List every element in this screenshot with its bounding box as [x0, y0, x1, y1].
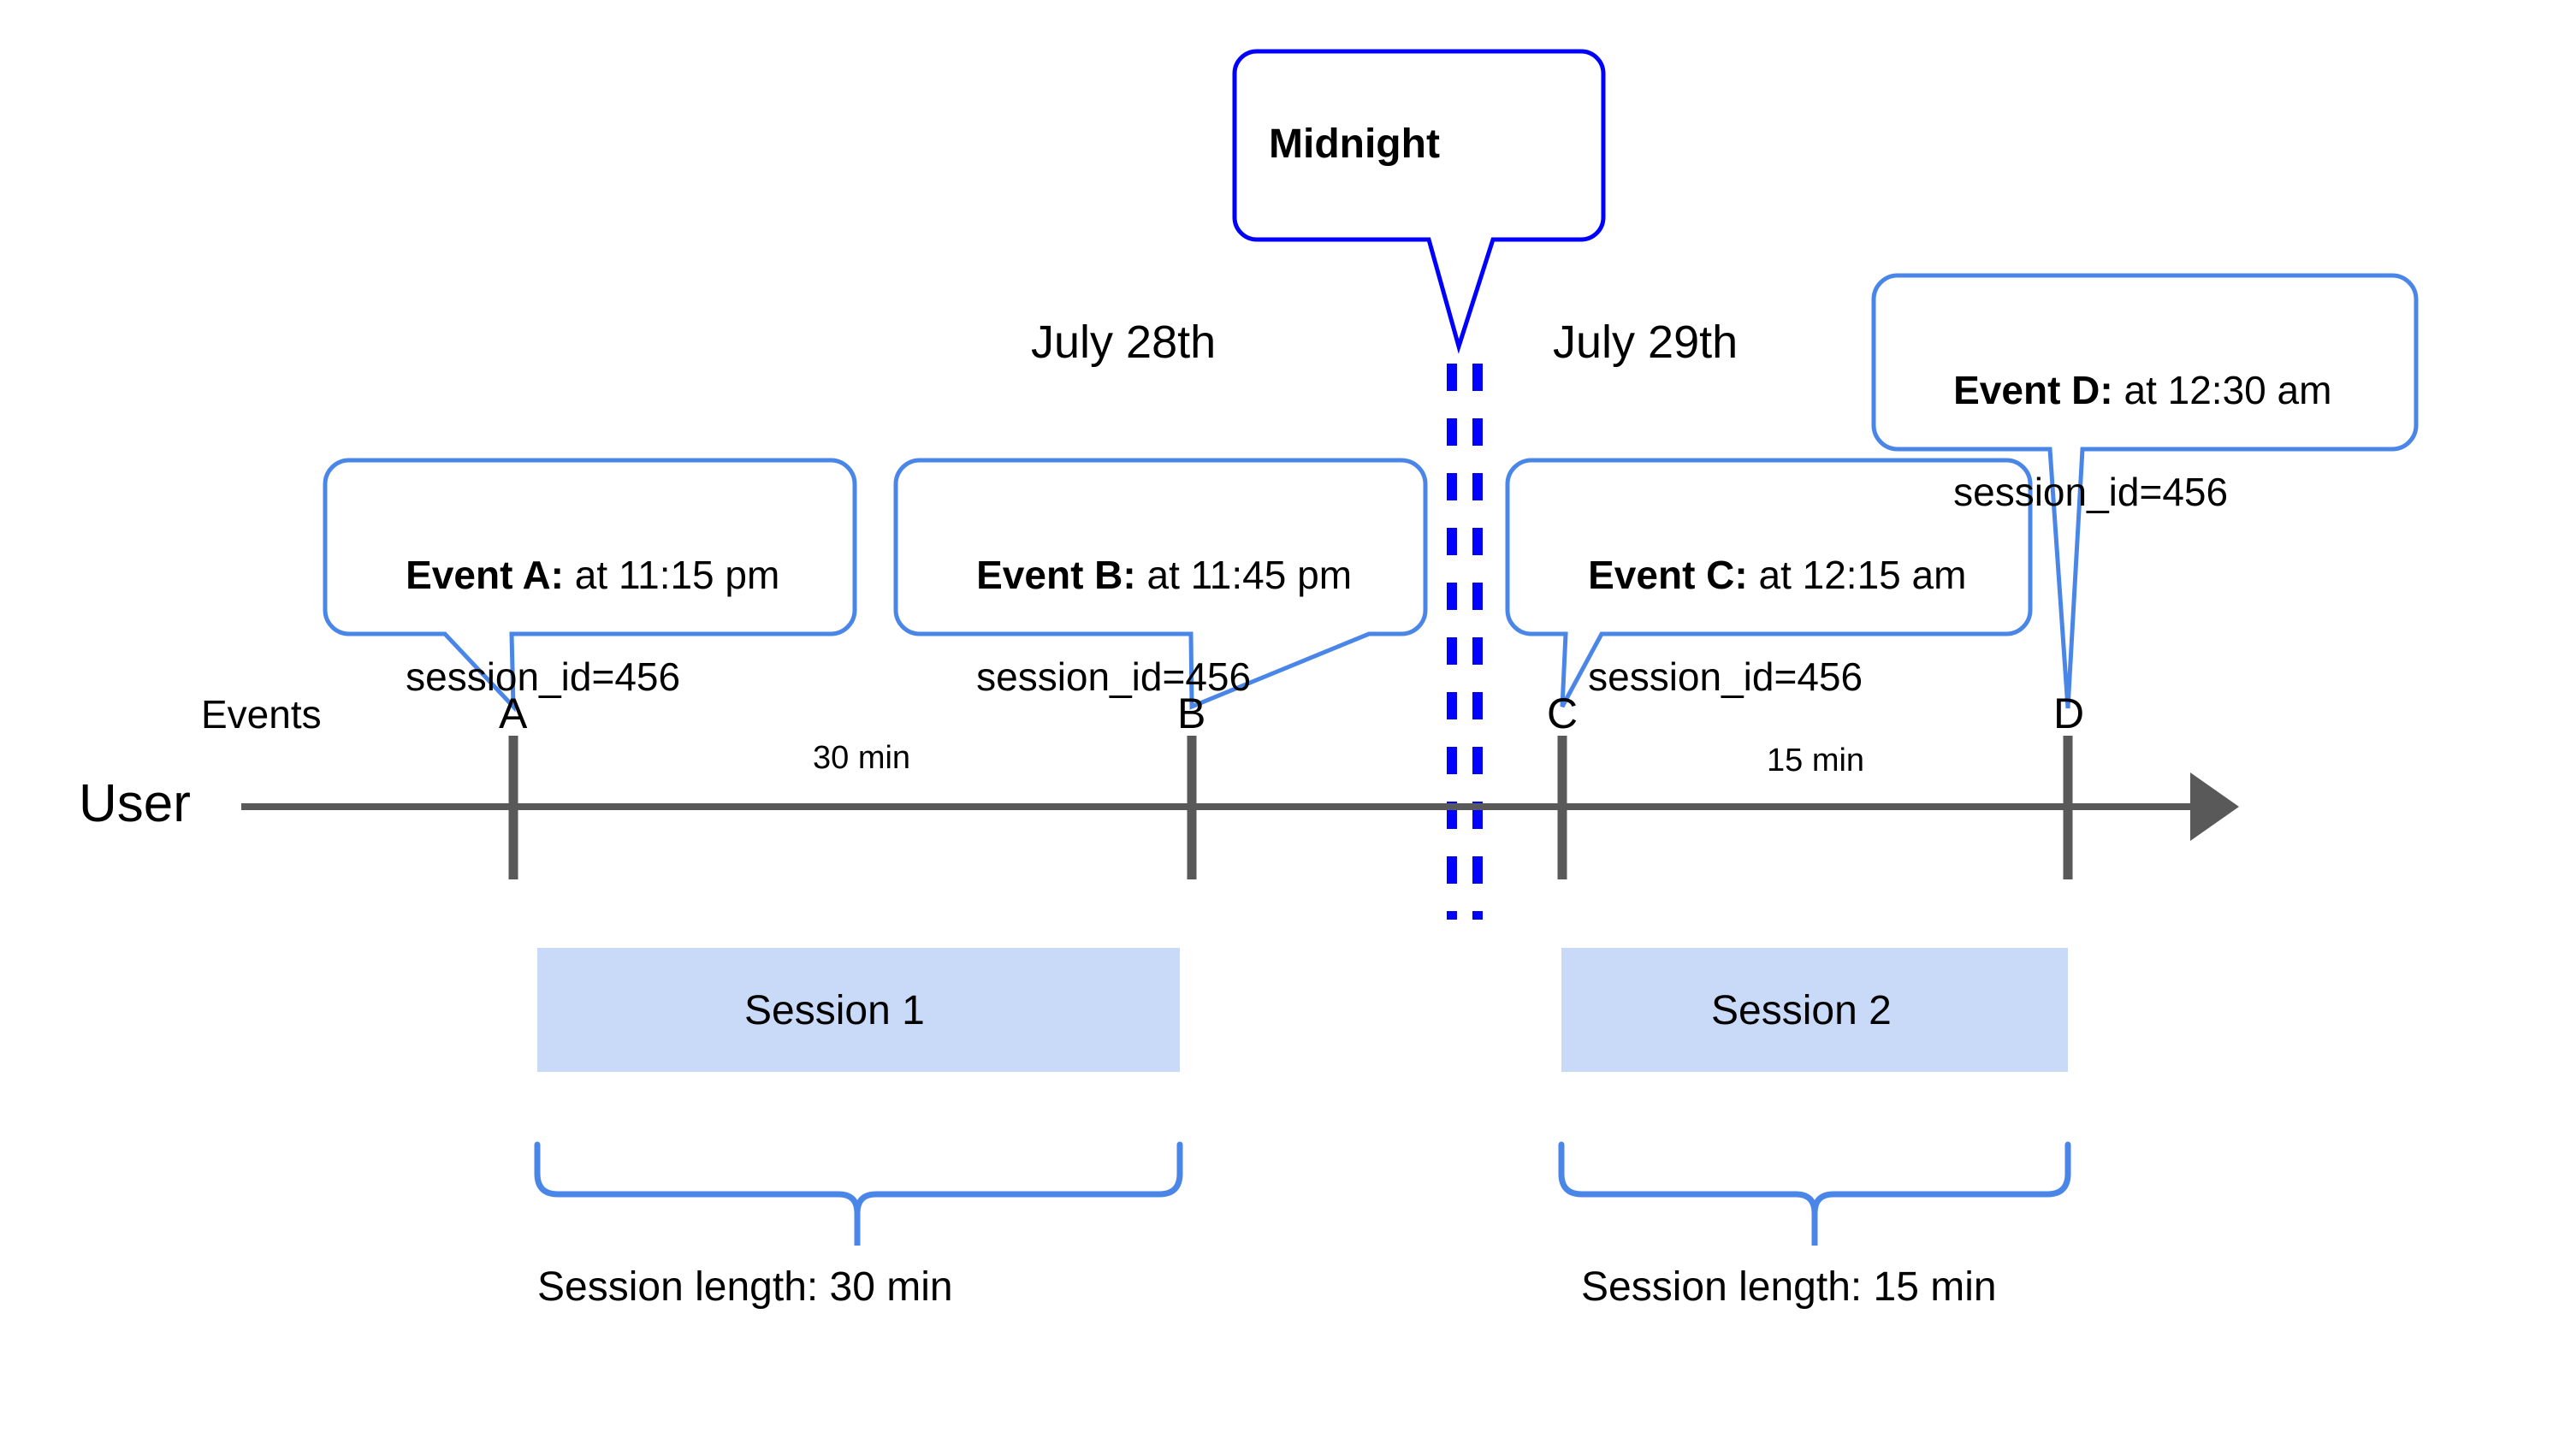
session-2-brace [1558, 1141, 2071, 1246]
event-ticks [508, 736, 2073, 879]
session-1-length-label: Session length: 30 min [537, 1264, 953, 1310]
session-braces [534, 1141, 2071, 1246]
day-label-july-28: July 28th [1031, 317, 1217, 368]
tick-label-b: B [1177, 690, 1206, 737]
tick-label-c: C [1547, 690, 1579, 737]
session-bars [537, 948, 2068, 1072]
event-b-callout-shape [893, 458, 1428, 710]
event-d-detail: at 12:30 am [2112, 367, 2332, 412]
session-2-bar [1561, 948, 2068, 1072]
event-d-callout-shape [1871, 273, 2419, 709]
event-c-callout-shape [1505, 458, 2033, 708]
duration-label-ab: 30 min [813, 740, 911, 776]
session-1-bar [537, 948, 1180, 1072]
duration-label-cd: 15 min [1767, 743, 1865, 778]
event-a-detail: at 11:15 pm [564, 552, 780, 597]
event-a-line2: session_id=456 [406, 654, 681, 700]
midnight-dashed-lines [1447, 364, 1483, 920]
session-1-label: Session 1 [744, 988, 925, 1033]
tick-label-d: D [2053, 690, 2085, 737]
event-a-callout-text: Event A: at 11:15 pm session_id=456 [362, 499, 779, 755]
event-c-title: Event C: [1588, 552, 1748, 597]
event-a-callout-shape [323, 458, 857, 713]
session-2-length-label: Session length: 15 min [1581, 1264, 1997, 1310]
event-d-title: Event D: [1953, 367, 2113, 412]
midnight-callout-shape [1232, 49, 1606, 354]
tick-label-a: A [499, 690, 528, 737]
event-b-line2: session_id=456 [976, 654, 1252, 700]
event-b-title: Event B: [976, 552, 1136, 597]
session-2-label: Session 2 [1711, 988, 1892, 1033]
event-b-callout-text: Event B: at 11:45 pm session_id=456 [933, 499, 1352, 755]
event-b-detail: at 11:45 pm [1135, 552, 1353, 597]
user-row-label: User [79, 774, 191, 833]
session-1-brace [534, 1141, 1183, 1246]
event-c-callout-text: Event C: at 12:15 am session_id=456 [1544, 499, 1966, 755]
day-label-july-29: July 29th [1553, 317, 1739, 368]
events-row-label: Events [201, 692, 322, 737]
event-c-detail: at 12:15 am [1747, 552, 1967, 597]
event-d-line2: session_id=456 [1953, 470, 2229, 515]
event-a-title: Event A: [406, 552, 565, 597]
timeline-axis [241, 772, 2239, 841]
midnight-label: Midnight [1269, 121, 1440, 167]
event-d-callout-text: Event D: at 12:30 am session_id=456 [1910, 314, 2331, 570]
event-c-line2: session_id=456 [1588, 654, 1863, 700]
